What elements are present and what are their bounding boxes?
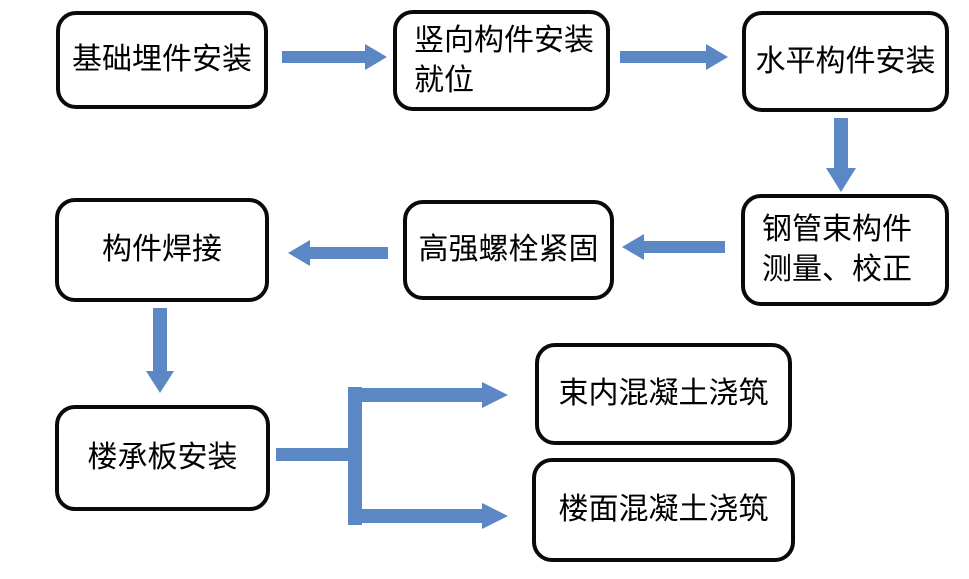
- arrow-left-step4-step5: [622, 234, 725, 260]
- arrow-right-fork-top: [355, 382, 508, 408]
- node-foundation-embed-install: 基础埋件安装: [56, 11, 268, 109]
- arrow-right-step2-step3: [620, 44, 728, 70]
- node-in-bundle-concrete-pour: 束内混凝土浇筑: [535, 343, 792, 445]
- node-label: 束内混凝土浇筑: [558, 376, 769, 412]
- node-member-welding: 构件焊接: [55, 198, 269, 302]
- node-high-strength-bolt-tighten: 高强螺栓紧固: [403, 200, 614, 300]
- arrow-left-step5-step6: [288, 240, 388, 266]
- arrow-right-fork-bottom: [355, 503, 508, 529]
- fork-stub-connector: [276, 448, 362, 461]
- node-label: 楼承板安装: [87, 440, 238, 476]
- node-label: 基础埋件安装: [72, 42, 252, 78]
- node-tube-bundle-measure-correct: 钢管束构件 测量、校正: [741, 194, 949, 306]
- node-label: 构件焊接: [102, 232, 222, 268]
- node-label: 钢管束构件 测量、校正: [762, 212, 912, 287]
- node-label: 竖向构件安装 就位: [414, 22, 594, 98]
- arrow-right-step1-step2: [282, 44, 387, 70]
- node-label: 高强螺栓紧固: [418, 232, 599, 268]
- node-label: 水平构件安装: [755, 43, 936, 79]
- arrow-down-step6-step7: [146, 308, 174, 393]
- node-vertical-member-install: 竖向构件安装 就位: [393, 10, 610, 111]
- node-floor-concrete-pour: 楼面混凝土浇筑: [532, 458, 795, 562]
- node-label: 楼面混凝土浇筑: [558, 492, 769, 528]
- node-floor-deck-install: 楼承板安装: [55, 405, 270, 511]
- node-horizontal-member-install: 水平构件安装: [742, 11, 949, 112]
- arrow-down-step3-step4: [826, 118, 856, 192]
- fork-vertical-trunk: [348, 387, 362, 525]
